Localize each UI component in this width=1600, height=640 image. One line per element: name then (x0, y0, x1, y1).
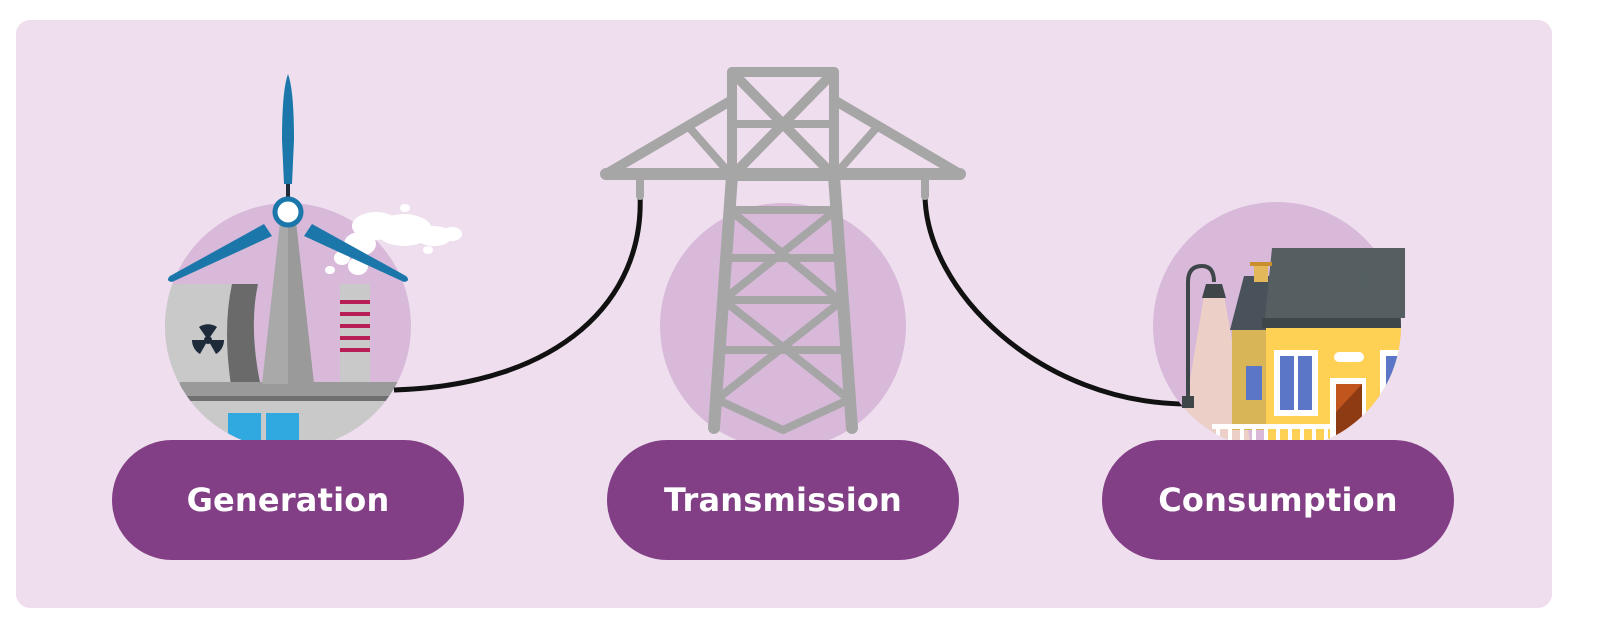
smokestack-icon (340, 284, 370, 394)
power-pylon-icon (600, 67, 966, 434)
stage-generation-label: Generation (112, 440, 464, 560)
nuclear-cooling-tower-icon (165, 284, 262, 392)
transmission-circle (660, 203, 906, 449)
stage-consumption-label: Consumption (1102, 440, 1454, 560)
transmission-illustration (600, 67, 966, 449)
street-lamp-icon (1182, 263, 1226, 408)
cable-right (922, 193, 1189, 407)
consumption-illustration (1153, 202, 1405, 450)
generation-illustration (165, 74, 462, 449)
cable-left (393, 193, 643, 393)
wind-turbine-icon (167, 74, 409, 282)
stage-transmission-label: Transmission (607, 440, 959, 560)
house-icon (1212, 248, 1401, 444)
